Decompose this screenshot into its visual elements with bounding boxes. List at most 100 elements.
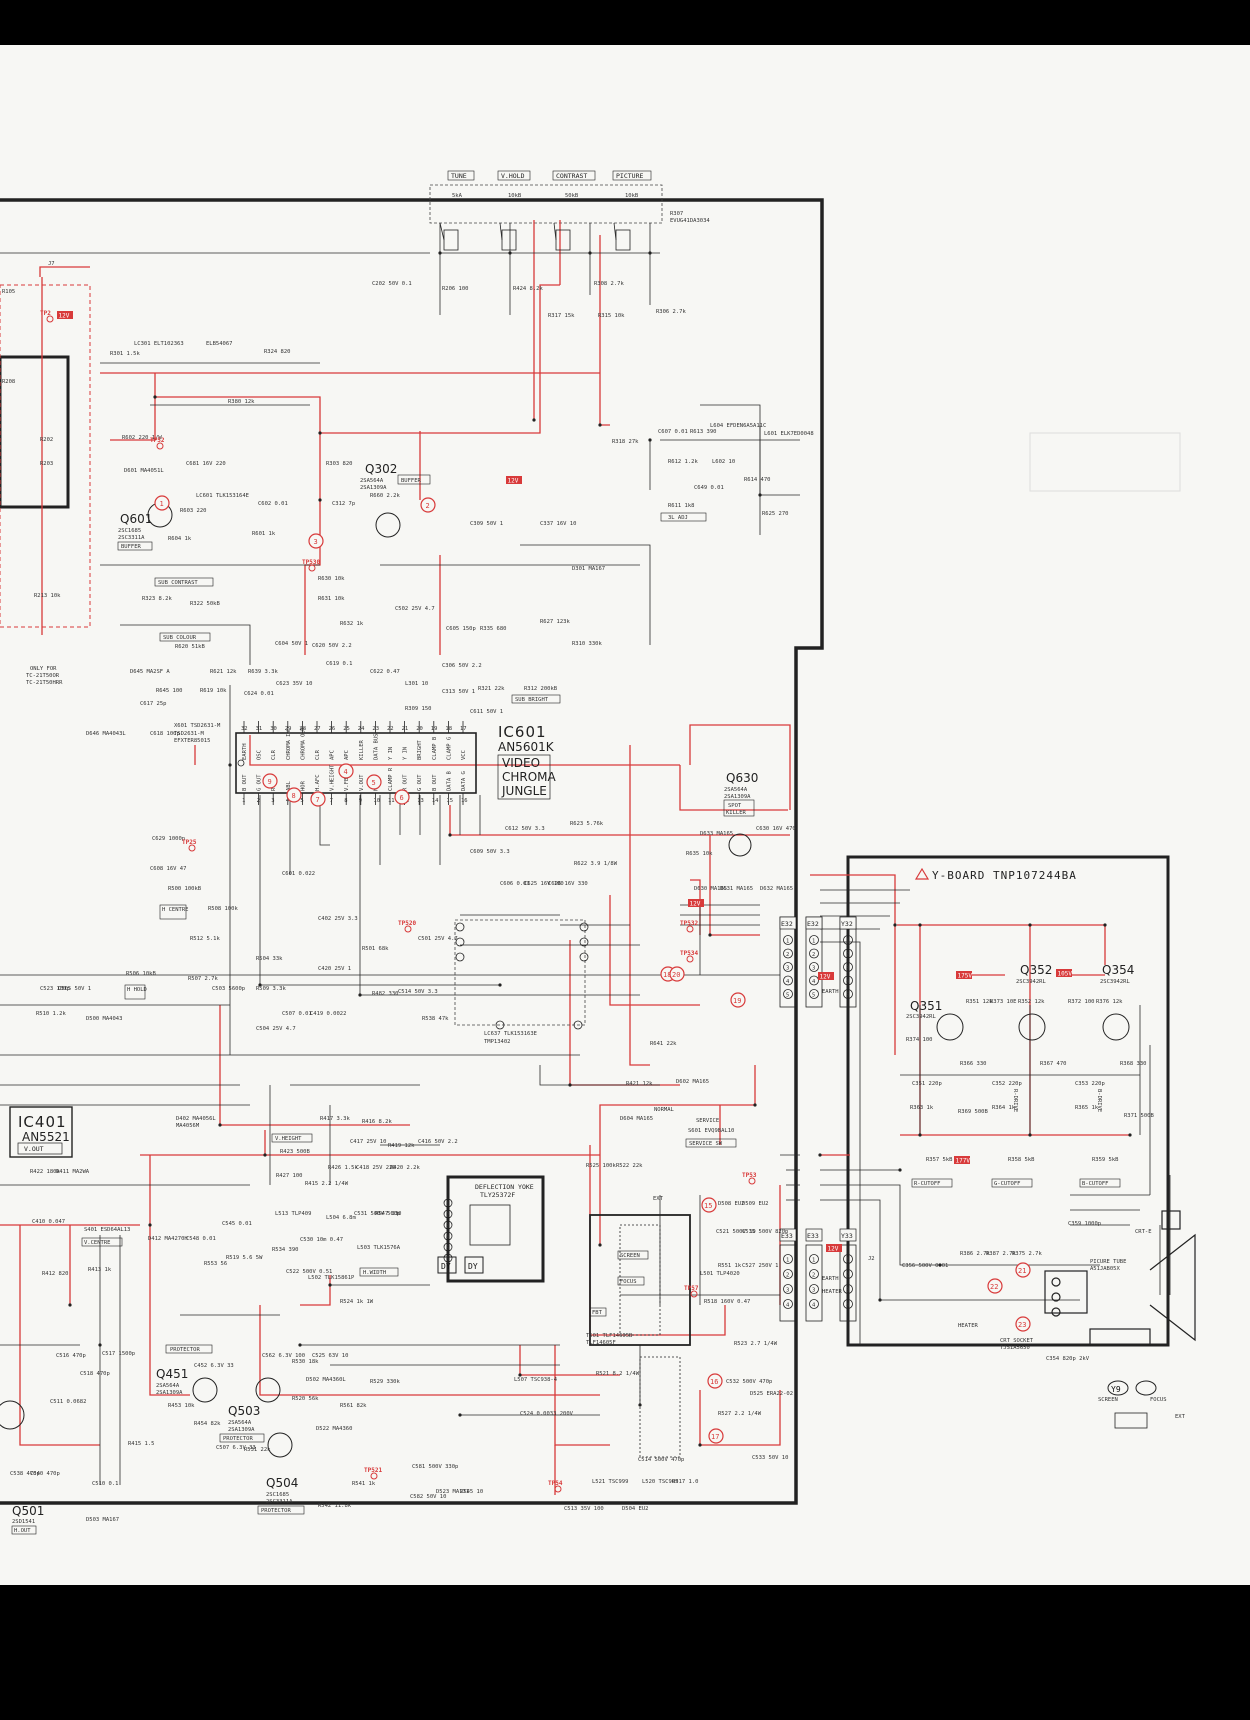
svg-text:R419 12k: R419 12k (388, 1143, 415, 1149)
ic401-labels: IC401 AN5521 V.OUT (17, 1113, 70, 1155)
svg-text:BUFFER: BUFFER (401, 478, 422, 484)
svg-text:2SA1309A: 2SA1309A (360, 485, 387, 491)
connector-pin-number: 3 (846, 1288, 849, 1294)
yoke-pin-number: 4 (446, 1235, 450, 1241)
svg-text:R454 82k: R454 82k (194, 1421, 221, 1427)
svg-text:C619 0.1: C619 0.1 (326, 661, 353, 667)
svg-text:PROTECTOR: PROTECTOR (261, 1508, 291, 1514)
svg-text:R541 1k: R541 1k (352, 1481, 376, 1487)
function-labels: SUB CONTRAST SUB COLOUR SUB BRIGHT V.HEI… (26, 512, 1186, 1420)
left-sub-box (0, 355, 70, 509)
svg-text:D508 EU2: D508 EU2 (718, 1201, 745, 1207)
svg-text:R105: R105 (2, 289, 15, 295)
svg-text:C607 0.01: C607 0.01 (658, 429, 688, 435)
svg-text:R301 1.5k: R301 1.5k (110, 351, 140, 357)
ic601-pin-bottom: 2 (257, 798, 260, 804)
svg-text:R641 22k: R641 22k (650, 1041, 677, 1047)
test-point-label: TP52 (150, 437, 165, 444)
svg-text:R358 5kB: R358 5kB (1008, 1157, 1035, 1163)
left-edge-labels: R105 R208 R202 R203 (2, 289, 53, 467)
transistor-labels: Q302 2SA564A 2SA1309A BUFFER Q601 2SC168… (11, 462, 1134, 1535)
svg-text:TLF14605F: TLF14605F (586, 1340, 616, 1346)
svg-text:R545 10: R545 10 (460, 1489, 483, 1495)
svg-text:D646 MA4043L: D646 MA4043L (86, 731, 126, 737)
svg-text:R335 680: R335 680 (480, 626, 507, 632)
connector-pin-number: 3 (786, 1288, 789, 1294)
svg-text:R308 2.7k: R308 2.7k (594, 281, 624, 287)
ic601-pin-name-bottom: G OUT (417, 774, 423, 791)
svg-text:R412 820: R412 820 (42, 1271, 69, 1277)
svg-text:C535 500V 820p: C535 500V 820p (742, 1229, 788, 1235)
svg-text:C419 0.0022: C419 0.0022 (310, 1011, 346, 1017)
ic601-pin-bottom: 9 (359, 798, 362, 804)
svg-text:3L ADJ: 3L ADJ (668, 515, 688, 521)
label-vhold: V.HOLD (501, 172, 525, 180)
svg-text:R630 10k: R630 10k (318, 576, 345, 582)
svg-text:R619 10k: R619 10k (200, 688, 227, 694)
vr-vhold-value: 10kB (508, 193, 522, 199)
ic601-pin-name-bottom: R OUT (403, 774, 409, 791)
svg-text:C625 16V 100: C625 16V 100 (524, 881, 564, 887)
svg-text:L601 ELK7ED0048: L601 ELK7ED0048 (764, 431, 814, 437)
svg-text:EXT: EXT (1175, 1414, 1186, 1420)
svg-text:C681 16V 220: C681 16V 220 (186, 461, 226, 467)
ic601-pin-top: 30 (270, 726, 277, 732)
svg-text:TC-21T50HRR: TC-21T50HRR (26, 680, 63, 686)
q351-ref: Q351 (910, 999, 942, 1013)
ic601-pin-name-bottom: CLAMP R (388, 767, 394, 791)
svg-text:C306 50V 2.2: C306 50V 2.2 (442, 663, 482, 669)
q501-ref: Q501 (12, 1504, 44, 1518)
svg-text:D632 MA165: D632 MA165 (760, 886, 793, 892)
svg-text:C356 500V 0.01: C356 500V 0.01 (902, 1263, 948, 1269)
svg-text:R538 47k: R538 47k (422, 1016, 449, 1022)
ic601-pin-name-top: CLAMP G (446, 737, 452, 760)
svg-text:R202: R202 (40, 437, 53, 443)
ic401-part: AN5521 (22, 1130, 70, 1144)
svg-text:2SD1541: 2SD1541 (12, 1519, 35, 1525)
connector-pin-number: 4 (812, 979, 816, 985)
svg-text:R359 5kB: R359 5kB (1092, 1157, 1119, 1163)
svg-text:C605 150p: C605 150p (446, 626, 476, 632)
svg-text:C604 50V 1: C604 50V 1 (275, 641, 308, 647)
svg-text:SUB BRIGHT: SUB BRIGHT (515, 697, 549, 703)
svg-text:D412 MA4270H: D412 MA4270H (148, 1236, 188, 1242)
svg-text:R386 2.7k: R386 2.7k (960, 1251, 990, 1257)
svg-text:G-CUTOFF: G-CUTOFF (994, 1181, 1021, 1187)
svg-text:C562 6.3V 100: C562 6.3V 100 (262, 1353, 305, 1359)
yoke-pin-number: 6 (446, 1257, 449, 1263)
svg-text:R213 10k: R213 10k (34, 593, 61, 599)
connector-pin-number: 4 (812, 1303, 816, 1309)
ic601-pin-name-bottom: DATA B (446, 770, 452, 791)
ic601-pin-name-top: CLAMP B (432, 736, 438, 760)
svg-text:C337 16V 10: C337 16V 10 (540, 521, 576, 527)
svg-text:CRT-E: CRT-E (1135, 1229, 1152, 1235)
svg-text:EARTH: EARTH (822, 989, 839, 995)
svg-text:R426 1.5k: R426 1.5k (328, 1165, 358, 1171)
voltage-tag: 175V (958, 973, 973, 980)
svg-text:D503 MA167: D503 MA167 (86, 1517, 119, 1523)
callout-number: 22 (990, 1283, 998, 1291)
svg-text:D509 EU2: D509 EU2 (742, 1201, 769, 1207)
svg-text:J2: J2 (868, 1256, 875, 1262)
svg-text:R373 10E: R373 10E (990, 999, 1017, 1005)
svg-text:C582 50V 10: C582 50V 10 (410, 1494, 446, 1500)
svg-text:HEATER: HEATER (958, 1323, 979, 1329)
svg-text:C612 50V 3.3: C612 50V 3.3 (505, 826, 545, 832)
svg-text:C608 16V 47: C608 16V 47 (150, 866, 186, 872)
ic601-pin-name-top: APC (344, 750, 350, 760)
svg-text:R519 5.6 5W: R519 5.6 5W (226, 1255, 263, 1261)
svg-text:2SA564A: 2SA564A (156, 1383, 180, 1389)
svg-text:E32: E32 (807, 920, 819, 928)
svg-text:L501 TLP4020: L501 TLP4020 (700, 1271, 740, 1277)
svg-text:C548 0.01: C548 0.01 (186, 1236, 216, 1242)
svg-text:R512 5.1k: R512 5.1k (190, 936, 220, 942)
ic601-pin-name-top: BRIGHT (417, 739, 423, 760)
svg-text:B-DRIVE: B-DRIVE (1096, 1089, 1102, 1112)
svg-text:NORMAL: NORMAL (654, 1107, 675, 1113)
ic601-pin-top: 31 (256, 726, 263, 732)
ic401-ref: IC401 (18, 1113, 67, 1131)
svg-text:ELB54067: ELB54067 (206, 341, 233, 347)
svg-text:C351 220p: C351 220p (912, 1081, 942, 1087)
ic601-pin-top: 20 (416, 726, 423, 732)
svg-text:C620 50V 2.2: C620 50V 2.2 (312, 643, 352, 649)
